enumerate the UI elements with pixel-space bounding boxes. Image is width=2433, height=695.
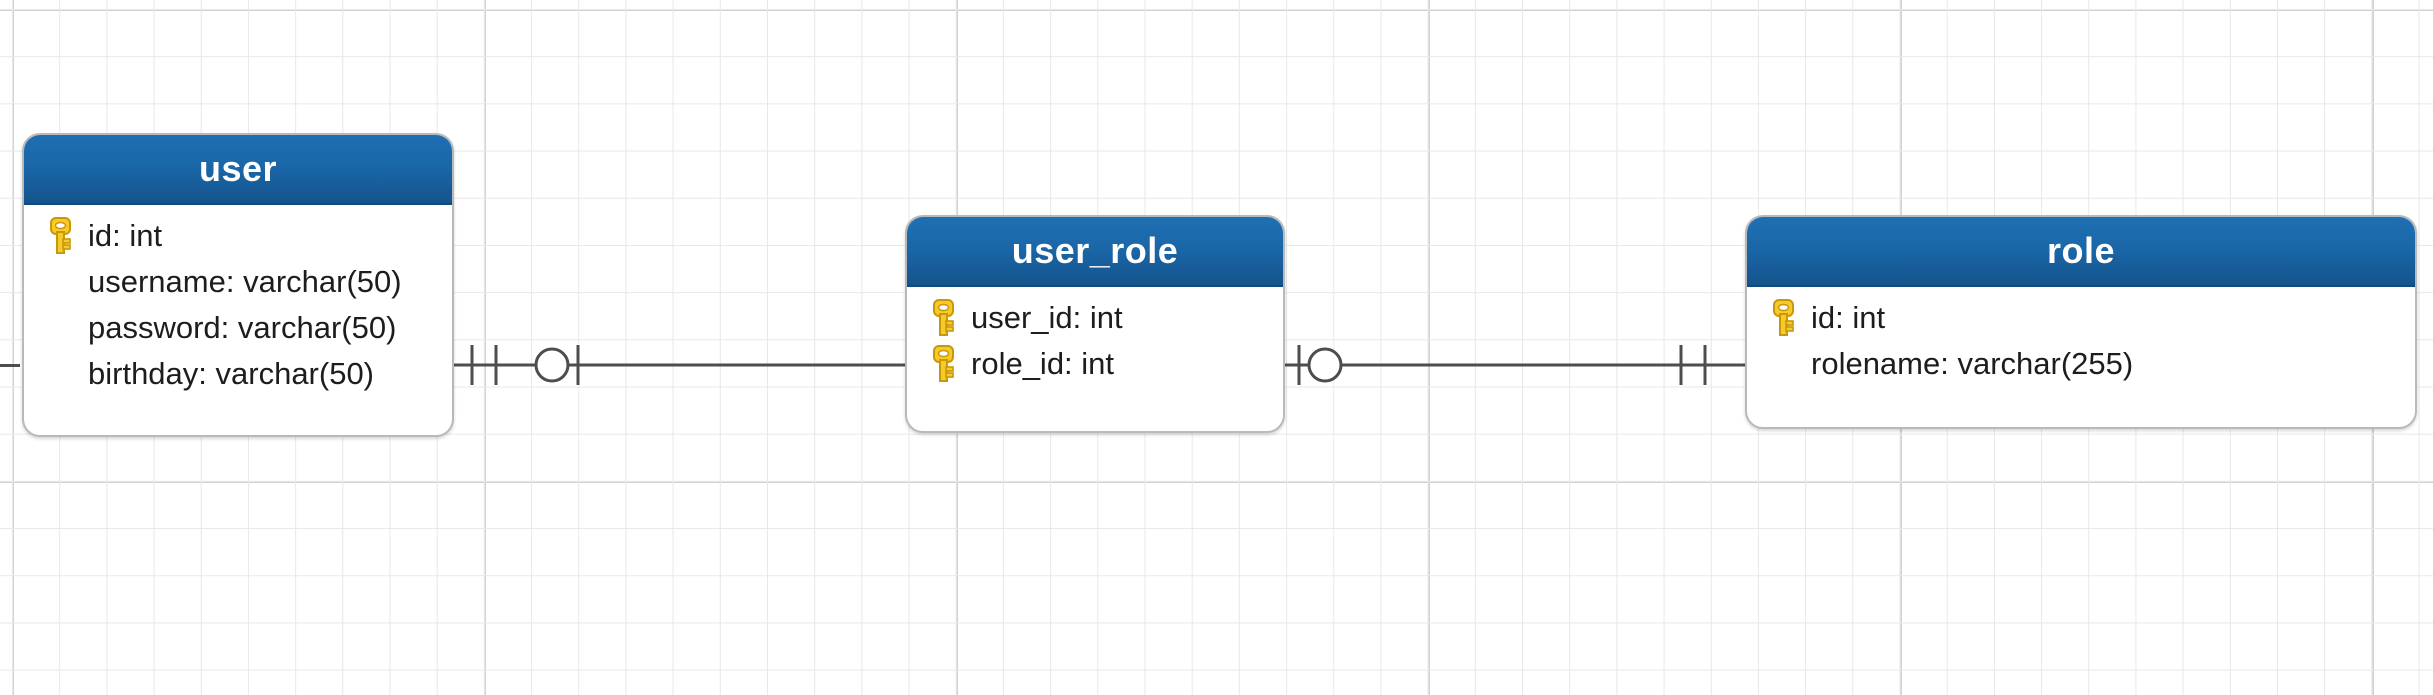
table-row[interactable]: user_id: int xyxy=(907,295,1283,341)
table-row[interactable]: username: varchar(50) xyxy=(24,259,452,305)
table-row[interactable]: rolename: varchar(255) xyxy=(1747,341,2415,387)
field-label: user_id: int xyxy=(971,300,1123,335)
entity-body-user-role: user_id: int role_id: int xyxy=(907,287,1283,397)
entity-table-user[interactable]: user id: int xyxy=(22,133,454,437)
entity-body-role: id: int rolename: varchar(255) xyxy=(1747,287,2415,397)
entity-header-user-role: user_role xyxy=(907,217,1283,287)
field-icon-placeholder xyxy=(46,354,88,394)
table-row[interactable]: birthday: varchar(50) xyxy=(24,351,452,397)
primary-key-icon xyxy=(929,344,971,384)
relationship-user-to-user-role[interactable] xyxy=(452,335,907,395)
entity-header-user: user xyxy=(24,135,452,205)
field-label: id: int xyxy=(88,218,163,253)
table-row[interactable]: role_id: int xyxy=(907,341,1283,387)
field-label: role_id: int xyxy=(971,346,1115,381)
connector-line xyxy=(0,364,20,367)
primary-key-icon xyxy=(46,216,88,256)
field-label: username: varchar(50) xyxy=(88,264,402,299)
connector-left-edge-stub[interactable] xyxy=(0,335,24,395)
entity-body-user: id: int username: varchar(50) password: … xyxy=(24,205,452,407)
entity-table-user-role[interactable]: user_role user_id: int xyxy=(905,215,1285,433)
field-label: id: int xyxy=(1811,300,1886,335)
field-label: birthday: varchar(50) xyxy=(88,356,375,391)
field-icon-placeholder xyxy=(1769,344,1811,384)
entity-table-role[interactable]: role id: int rolename: varchar(255) xyxy=(1745,215,2417,429)
field-icon-placeholder xyxy=(46,308,88,348)
entity-header-role: role xyxy=(1747,217,2415,287)
field-label: password: varchar(50) xyxy=(88,310,397,345)
table-row[interactable]: id: int xyxy=(1747,295,2415,341)
relationship-user-role-to-role[interactable] xyxy=(1283,335,1747,395)
field-icon-placeholder xyxy=(46,262,88,302)
primary-key-icon xyxy=(929,298,971,338)
table-row[interactable]: password: varchar(50) xyxy=(24,305,452,351)
primary-key-icon xyxy=(1769,298,1811,338)
field-label: rolename: varchar(255) xyxy=(1811,346,2134,381)
table-row[interactable]: id: int xyxy=(24,213,452,259)
